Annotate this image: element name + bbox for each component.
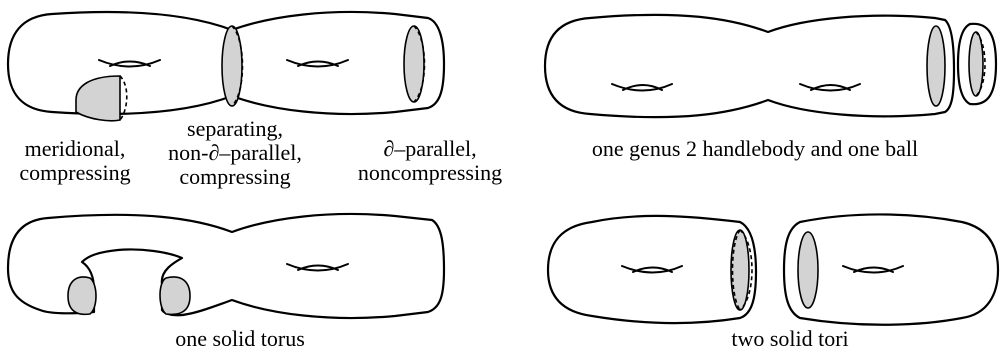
right-torus-outline [782,213,1000,326]
caption-parallel-line2: noncompressing [357,160,503,185]
panel-solid-torus [6,212,446,320]
handlebody-hole-left [611,83,673,92]
solid-torus-outline [6,212,446,320]
caption-meridional-line2: compressing [19,160,131,185]
right-torus-disk [797,231,819,309]
cut-disk-left [67,276,97,316]
handlebody-cut-disk [926,25,946,107]
left-torus-outline [546,214,758,325]
cut-disk-right [159,276,191,316]
caption-parallel-line1: ∂–parallel, [383,136,477,161]
caption-parallel: ∂–parallel, noncompressing [340,137,520,185]
left-torus-hole [621,265,683,274]
ball [956,22,998,106]
separating-disk [221,25,244,107]
caption-solid-torus: one solid torus [175,326,305,351]
handlebody-outline [543,13,956,119]
right-torus-hole [842,265,904,274]
panel-handlebody-ball [543,13,998,119]
caption-meridional: meridional, compressing [0,137,150,185]
handlebody-hole-right [799,83,861,92]
solid-torus-hole [286,263,349,272]
caption-separating-line1: separating, [187,116,283,141]
caption-separating-line3: compressing [179,164,291,189]
handle-hole-left [98,59,161,68]
panel-two-tori [546,213,1000,326]
meridional-disk [75,75,128,122]
left-torus-disk [730,229,753,311]
panel-disk-types [6,10,446,122]
caption-two-tori: two solid tori [731,326,849,351]
genus2-surface-outline [6,10,446,116]
caption-separating-line2: non-∂–parallel, [168,140,302,165]
handle-hole-right [286,59,349,68]
caption-handlebody-ball: one genus 2 handlebody and one ball [591,136,919,161]
caption-separating: separating, non-∂–parallel, compressing [150,117,320,189]
caption-meridional-line1: meridional, [24,136,126,161]
boundary-parallel-disk [403,25,426,103]
